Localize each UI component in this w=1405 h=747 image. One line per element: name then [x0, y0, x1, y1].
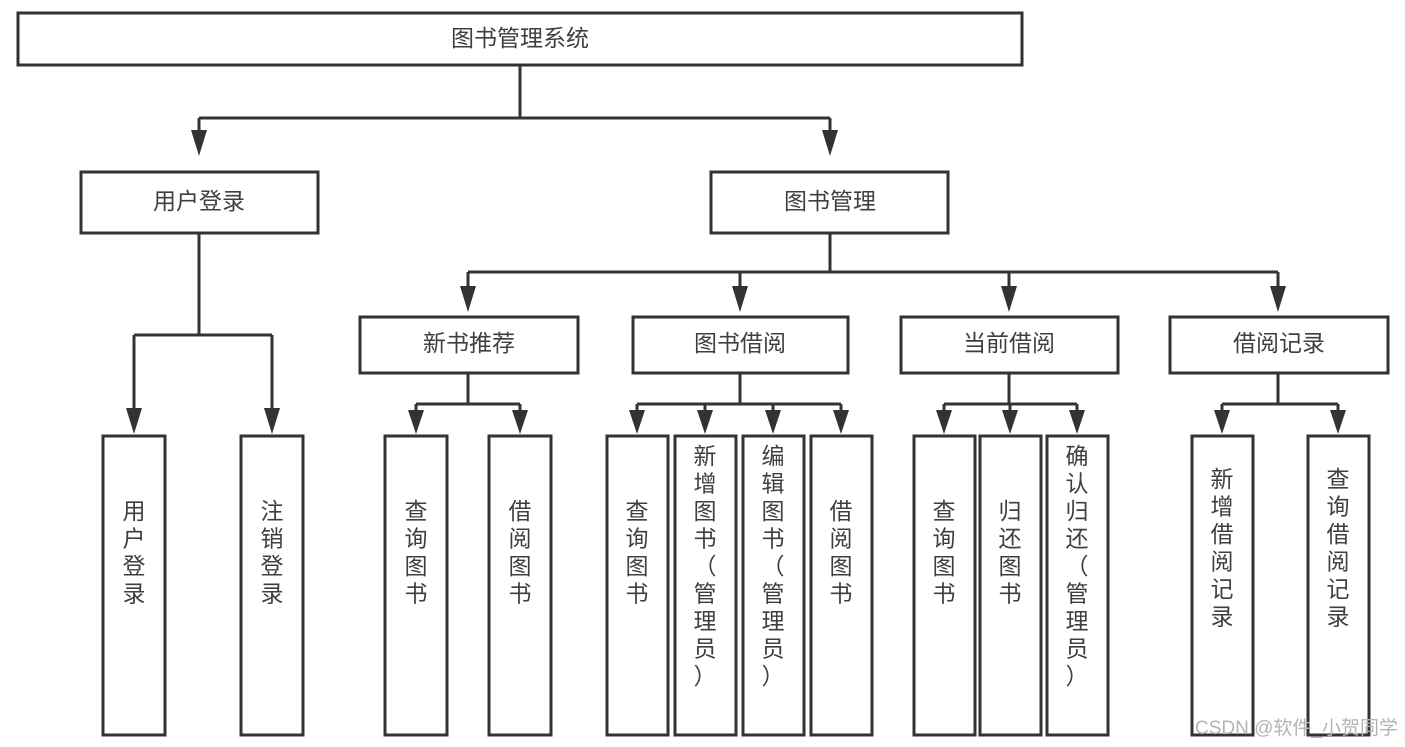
leaf-user-login-box[interactable] — [101, 434, 167, 737]
leaf-confirm-return-box[interactable] — [1045, 434, 1110, 737]
leaf-return-book-box[interactable] — [978, 434, 1043, 737]
node-new-book-recommend[interactable]: 新书推荐 — [358, 315, 580, 375]
arrowhead-leaf-return-book — [1002, 410, 1018, 434]
leaf-query-book-3-box[interactable] — [912, 434, 977, 737]
leaf-query-book-3[interactable]: 查询图书 — [912, 434, 977, 737]
node-current-borrow-label: 当前借阅 — [963, 330, 1055, 356]
node-root[interactable]: 图书管理系统 — [16, 11, 1024, 67]
arrowhead-book-manage — [822, 130, 838, 156]
leaf-confirm-return-label: 确认归还（管理员） — [1066, 443, 1089, 689]
leaf-add-record[interactable]: 新增借阅记录 — [1190, 434, 1255, 737]
node-new-book-recommend-label: 新书推荐 — [423, 330, 515, 356]
leaf-edit-book-label: 编辑图书（管理员） — [762, 443, 785, 689]
leaf-add-record-label: 新增借阅记录 — [1211, 466, 1234, 630]
leaf-confirm-return[interactable]: 确认归还（管理员） — [1045, 434, 1110, 737]
arrowhead-leaf-add-book — [697, 410, 713, 434]
leaf-logout-login-box[interactable] — [239, 434, 305, 737]
leaf-query-book-2-label: 查询图书 — [626, 498, 649, 607]
leaf-borrow-book-2-box[interactable] — [809, 434, 874, 737]
leaf-borrow-book-1-box[interactable] — [487, 434, 553, 737]
leaf-borrow-book-1-label: 借阅图书 — [509, 498, 532, 607]
arrowhead-leaf-add-record — [1214, 410, 1230, 434]
leaf-query-book-2[interactable]: 查询图书 — [605, 434, 670, 737]
leaf-add-record-box[interactable] — [1190, 434, 1255, 737]
leaf-query-record[interactable]: 查询借阅记录 — [1306, 434, 1371, 737]
arrowhead-borrow-record — [1270, 286, 1286, 312]
node-borrow-record-label: 借阅记录 — [1233, 330, 1325, 356]
node-root-label: 图书管理系统 — [451, 25, 589, 51]
node-borrow-record-box[interactable] — [1168, 315, 1390, 375]
node-current-borrow-box[interactable] — [899, 315, 1120, 375]
leaf-logout-login-label: 注销登录 — [261, 498, 284, 607]
leaf-query-record-box[interactable] — [1306, 434, 1371, 737]
leaf-borrow-book-2[interactable]: 借阅图书 — [809, 434, 874, 737]
node-book-manage-label: 图书管理 — [784, 188, 876, 214]
arrowhead-leaf-query-record — [1330, 410, 1346, 434]
arrowhead-current-borrow — [1001, 286, 1017, 312]
arrowhead-leaf-borrow-book-1 — [512, 410, 528, 434]
arrowhead-leaf-query-book-2 — [629, 410, 645, 434]
leaf-query-book-1[interactable]: 查询图书 — [383, 434, 449, 737]
node-book-manage[interactable]: 图书管理 — [709, 170, 950, 235]
node-book-borrow[interactable]: 图书借阅 — [631, 315, 850, 375]
arrowhead-leaf-logout-login — [264, 408, 280, 434]
node-book-borrow-label: 图书借阅 — [694, 330, 786, 356]
node-user-login-box[interactable] — [79, 170, 320, 235]
arrowhead-leaf-edit-book — [765, 410, 781, 434]
leaf-logout-login[interactable]: 注销登录 — [239, 434, 305, 737]
leaf-query-book-2-box[interactable] — [605, 434, 670, 737]
leaf-edit-book-box[interactable] — [741, 434, 806, 737]
arrowhead-leaf-confirm-return — [1069, 410, 1085, 434]
leaf-return-book-label: 归还图书 — [999, 498, 1022, 607]
leaf-add-book[interactable]: 新增图书（管理员） — [673, 434, 738, 737]
leaf-query-book-1-label: 查询图书 — [405, 498, 428, 607]
leaf-query-record-label: 查询借阅记录 — [1327, 466, 1350, 630]
leaf-user-login-label: 用户登录 — [123, 498, 146, 607]
node-book-manage-box[interactable] — [709, 170, 950, 235]
arrowhead-leaf-borrow-book-2 — [833, 410, 849, 434]
leaf-return-book[interactable]: 归还图书 — [978, 434, 1043, 737]
arrowhead-leaf-user-login — [126, 408, 142, 434]
arrowhead-leaf-query-book-3 — [936, 410, 952, 434]
leaf-query-book-3-label: 查询图书 — [933, 498, 956, 607]
leaf-add-book-label: 新增图书（管理员） — [694, 443, 717, 689]
node-user-login[interactable]: 用户登录 — [79, 170, 320, 235]
leaf-query-book-1-box[interactable] — [383, 434, 449, 737]
node-root-box[interactable] — [16, 11, 1024, 67]
csdn-watermark: CSDN @软件_小贺同学 — [1195, 717, 1398, 739]
leaf-user-login[interactable]: 用户登录 — [101, 434, 167, 737]
node-book-borrow-box[interactable] — [631, 315, 850, 375]
node-new-book-recommend-box[interactable] — [358, 315, 580, 375]
leaf-edit-book[interactable]: 编辑图书（管理员） — [741, 434, 806, 737]
node-current-borrow[interactable]: 当前借阅 — [899, 315, 1120, 375]
arrowhead-book-borrow — [732, 286, 748, 312]
arrowhead-user-login — [191, 130, 207, 156]
arrowhead-new-book-recommend — [460, 286, 476, 312]
connector-layer — [126, 65, 1346, 434]
node-borrow-record[interactable]: 借阅记录 — [1168, 315, 1390, 375]
node-user-login-label: 用户登录 — [153, 188, 245, 214]
leaf-borrow-book-2-label: 借阅图书 — [830, 498, 853, 607]
leaf-borrow-book-1[interactable]: 借阅图书 — [487, 434, 553, 737]
arrowhead-leaf-query-book-1 — [408, 410, 424, 434]
leaf-add-book-box[interactable] — [673, 434, 738, 737]
